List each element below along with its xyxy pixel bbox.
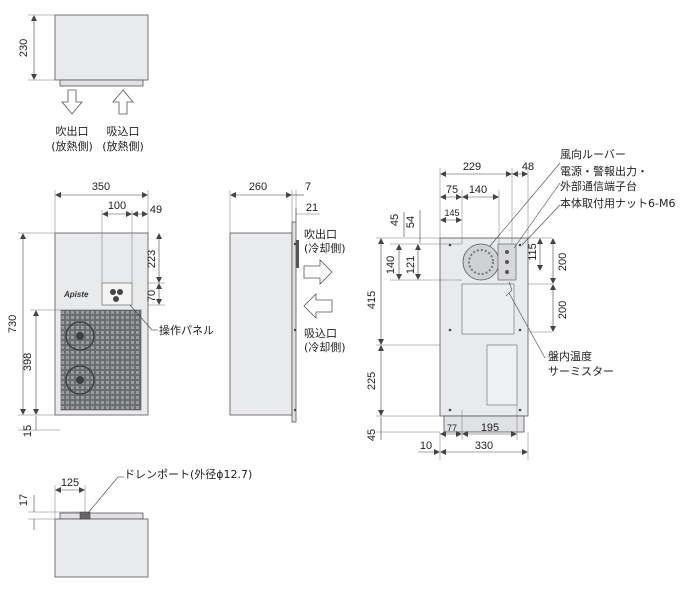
side-inlet-sub: (冷却側): [304, 341, 346, 354]
dim-70: 70: [146, 290, 158, 302]
dim-75: 75: [446, 184, 458, 196]
front-grille: [60, 309, 142, 411]
dim-200-a: 200: [557, 253, 569, 271]
dim-330: 330: [475, 440, 493, 452]
dim-145: 145: [444, 208, 459, 218]
lower-fan-icon: [65, 365, 95, 395]
dim-10: 10: [420, 440, 432, 452]
panel-indicator-icon: [110, 289, 123, 302]
upper-fan-icon: [65, 321, 95, 351]
side-view-body: [229, 232, 293, 416]
inlet-arrow-icon: [112, 89, 134, 115]
rear-lower-plate: [486, 344, 518, 406]
outlet-label: 吹出口: [56, 124, 89, 138]
dim-21: 21: [306, 202, 318, 214]
dim-15: 15: [22, 425, 34, 437]
dim-100: 100: [108, 200, 126, 212]
dim-260: 260: [249, 181, 267, 193]
side-vent-upper: [296, 240, 299, 268]
thermistor-label-2: サーミスター: [548, 365, 614, 378]
bottom-view: 125 17 ドレンポート(外径ϕ12.7): [18, 468, 252, 578]
dim-223: 223: [146, 250, 158, 268]
rear-view: 229 48 75 140 145 45 54 140 121 415 225 …: [366, 147, 675, 460]
dim-229: 229: [463, 161, 481, 173]
inlet-sub: (放熱側): [102, 139, 144, 153]
dim-77: 77: [447, 423, 457, 433]
power-label-1: 電源・警報出力・: [560, 164, 648, 178]
dim-415: 415: [366, 291, 378, 309]
bottom-view-lip: [59, 512, 144, 520]
thermistor-wire: [505, 281, 513, 297]
dim-7: 7: [305, 181, 311, 193]
dim-125: 125: [61, 477, 79, 489]
side-view: 260 7 21 吹出口 (冷却側) 吸込口 (冷却側): [229, 181, 346, 423]
dim-225: 225: [366, 372, 378, 390]
operation-panel: [101, 282, 133, 306]
dim-140: 140: [469, 184, 487, 196]
outlet-arrow-icon: [61, 89, 83, 115]
top-view: 230: [18, 14, 149, 87]
dim-121: 121: [405, 256, 417, 274]
dim-350: 350: [92, 181, 110, 193]
mount-nut-icon: [448, 243, 452, 247]
louver-label: 風向ルーバー: [560, 147, 626, 161]
side-outlet-label: 吹出口: [304, 227, 337, 241]
dim-200-b: 200: [557, 301, 569, 319]
side-inlet-arrow-icon: [303, 293, 333, 319]
thermistor-label-1: 盤内温度: [548, 349, 592, 363]
dim-115: 115: [527, 243, 539, 261]
top-view-body: [54, 14, 149, 81]
rear-panel-plate: [461, 283, 515, 335]
side-outlet-arrow-icon: [303, 259, 333, 285]
drain-label: ドレンポート(外径ϕ12.7): [124, 468, 252, 481]
dim-140-v: 140: [385, 256, 397, 274]
dim-195: 195: [481, 422, 499, 434]
dim-398: 398: [22, 353, 34, 371]
dim-54: 54: [405, 216, 417, 228]
power-label-2: 外部通信端子台: [560, 179, 637, 193]
outlet-sub: (放熱側): [51, 139, 93, 153]
dim-45-bottom: 45: [366, 429, 378, 441]
dim-230: 230: [18, 39, 30, 57]
side-outlet-sub: (冷却側): [304, 242, 346, 255]
front-view: Apiste 350 100 49 223 70 730 398 15 操作パネ…: [7, 181, 214, 437]
dim-730: 730: [7, 315, 19, 333]
drain-port-icon: [79, 511, 91, 520]
bottom-view-body: [54, 518, 149, 578]
dim-48: 48: [522, 161, 534, 173]
dim-17: 17: [18, 494, 30, 506]
nut-label: 本体取付用ナット6-M6: [560, 196, 675, 210]
brand-logo: Apiste: [63, 290, 89, 299]
dim-45-top: 45: [389, 214, 401, 226]
inlet-label: 吸込口: [107, 125, 140, 138]
top-view-lip: [59, 79, 144, 87]
side-flange: [291, 221, 297, 423]
side-inlet-label: 吸込口: [304, 327, 337, 340]
dim-49: 49: [150, 204, 162, 216]
panel-label: 操作パネル: [159, 323, 214, 337]
airflow-top: 吹出口 (放熱側) 吸込口 (放熱側): [51, 89, 144, 153]
